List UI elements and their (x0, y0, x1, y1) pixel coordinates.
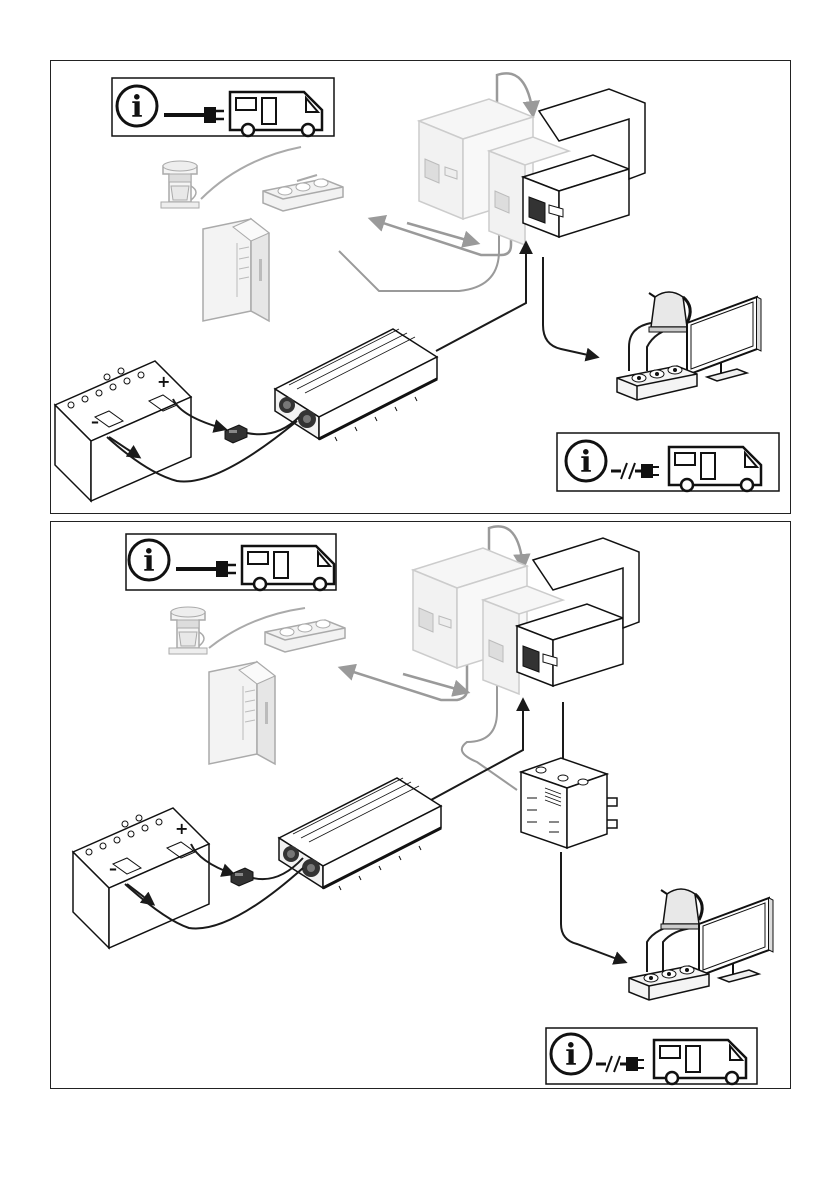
diagram-direct-connection: + – (51, 61, 790, 513)
panel-with-transfer-switch: + – (50, 521, 791, 1089)
legend-shore-disconnected (557, 433, 779, 491)
distribution-panel-icon (413, 538, 639, 694)
legend-shore-connected (126, 534, 336, 590)
monitor-icon (687, 297, 761, 381)
kettle-icon (649, 292, 690, 332)
legend-shore-connected (112, 78, 334, 136)
refrigerator-icon (203, 219, 269, 321)
fuse-holder-icon (225, 425, 247, 443)
battery-plus-label: + (157, 372, 170, 391)
coffee-maker-icon (169, 607, 207, 654)
battery-minus-label: – (91, 412, 99, 431)
power-strip-grey-icon (263, 179, 343, 211)
power-strip-grey-icon (265, 620, 345, 652)
inverter-icon (275, 329, 437, 441)
fuse-holder-icon (231, 868, 253, 886)
power-strip-active-icon (629, 966, 709, 1000)
refrigerator-icon (209, 662, 275, 764)
battery-plus-label: + (175, 819, 188, 838)
diagram-with-transfer-switch: + – (51, 522, 790, 1088)
legend-shore-disconnected (546, 1028, 757, 1084)
transfer-switch-icon (521, 758, 617, 848)
coffee-maker-icon (161, 161, 199, 208)
inverter-icon (279, 778, 441, 890)
power-strip-active-icon (617, 366, 697, 400)
monitor-icon (699, 898, 773, 982)
panel-direct-connection: + – (50, 60, 791, 514)
kettle-icon (661, 889, 702, 929)
battery-minus-label: – (109, 859, 117, 878)
